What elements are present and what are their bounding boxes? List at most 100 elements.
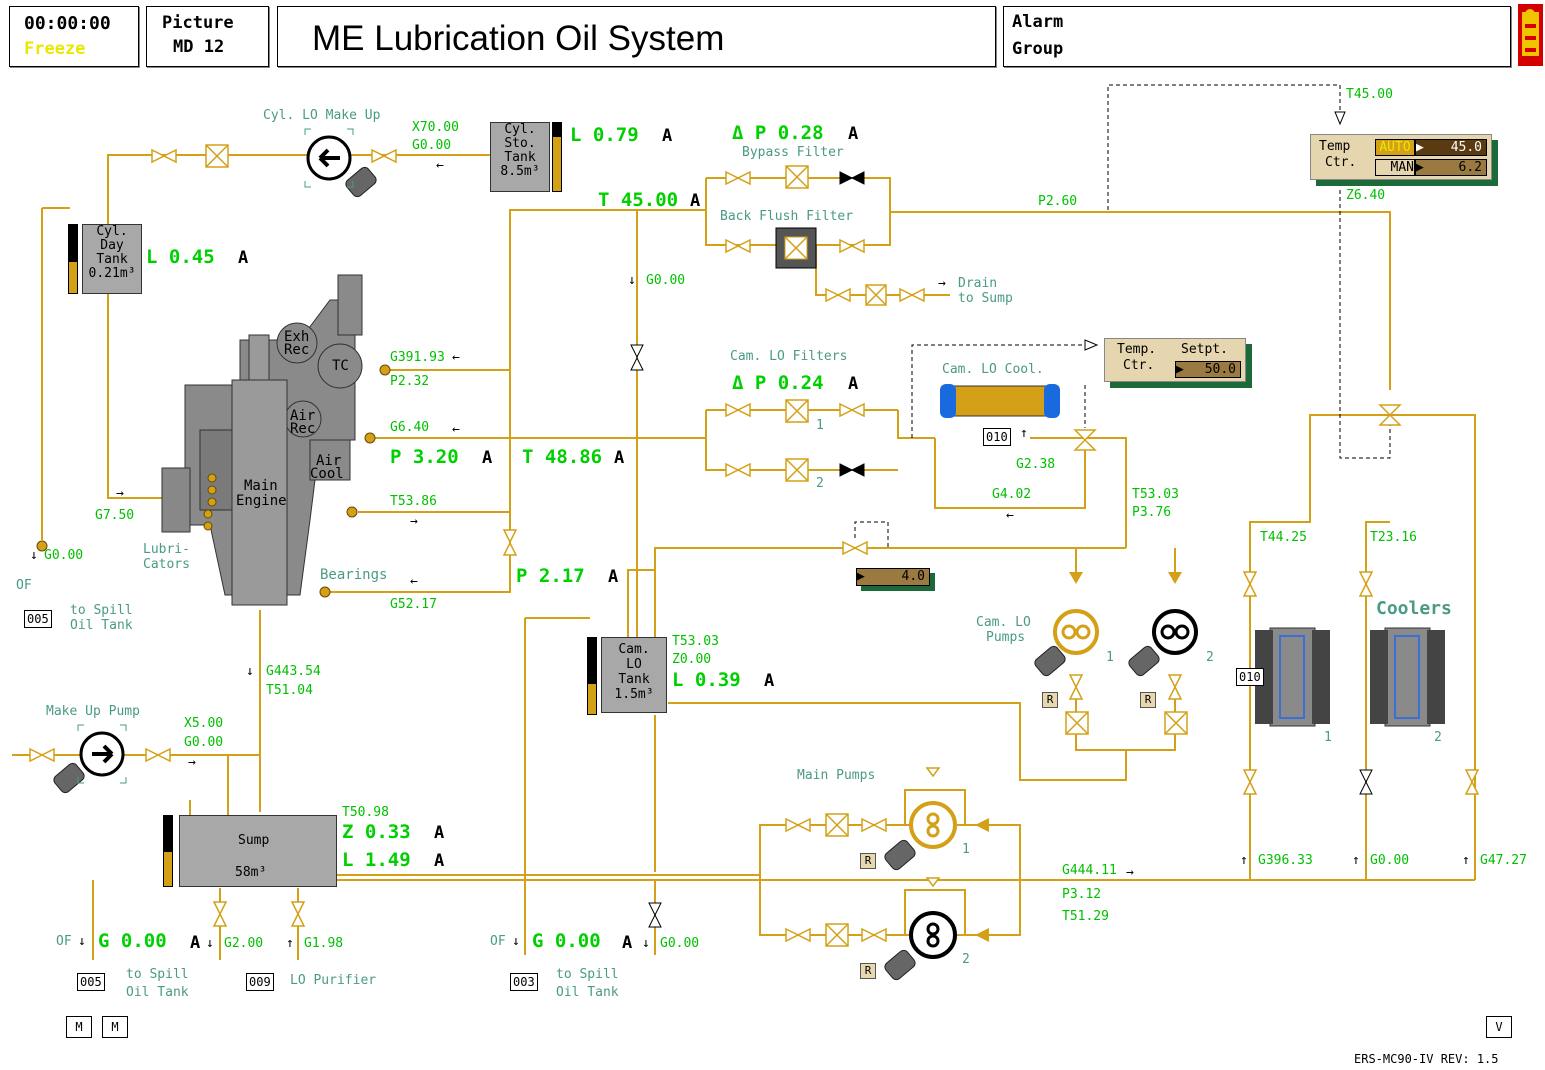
air-rec-label2: Rec	[290, 421, 316, 437]
cam-valve-value-text: 4.0	[901, 569, 925, 584]
version-label: ERS-MC90-IV REV: 1.5	[1354, 1052, 1499, 1066]
air-rec-label1: Air	[290, 408, 316, 424]
spill-005-bottom-id[interactable]: 005	[77, 973, 105, 991]
cam-pumps-label1: Cam. LO	[976, 615, 1031, 630]
drain-label2: to Sump	[958, 291, 1013, 306]
lubricators-label2: Cators	[143, 557, 190, 572]
sump-g: G443.54	[266, 664, 321, 679]
makeup-pump-x: X5.00	[184, 716, 224, 731]
cam-filters-dp: Δ P 0.24	[732, 372, 824, 394]
tc-auto-button[interactable]: AUTO	[1375, 139, 1415, 156]
filter-t-in-flag: A	[690, 191, 701, 211]
cooler-2-label: 2	[1434, 730, 1442, 745]
cam-temp-controller[interactable]: Temp. Ctr. Setpt. ▶ 50.0	[1104, 338, 1246, 382]
filter-t-in: T 45.00	[598, 189, 679, 211]
bearings-g: G52.17	[390, 597, 437, 612]
m-button-2[interactable]: M	[102, 1016, 128, 1038]
cam-drain-arrow: ↓	[512, 934, 520, 949]
sump-z: Z 0.33	[342, 821, 411, 843]
purifier-id[interactable]: 009	[246, 973, 274, 991]
inlet-g: G6.40	[390, 420, 430, 435]
cam-pump1-r-button[interactable]: R	[1042, 692, 1058, 708]
coolers-g2: G0.00	[1370, 853, 1410, 868]
cam-filter-2: 2	[816, 476, 824, 491]
makeup-pump-g: G0.00	[184, 735, 224, 750]
cam-lo-tank[interactable]: Cam. LO Tank 1.5m³	[601, 637, 667, 713]
sump-label: Sump	[238, 833, 270, 848]
cam-spill-label1: to Spill	[556, 967, 619, 982]
cam-drain-g: G 0.00	[532, 930, 601, 952]
bearings-arrow: ←	[410, 574, 418, 589]
purifier-label: LO Purifier	[290, 973, 377, 988]
temp-controller-main[interactable]: Temp Ctr. AUTO ▶ 45.0 MAN ▶ 6.2	[1310, 134, 1492, 180]
cyl-sto-tank[interactable]: Cyl. Sto. Tank 8.5m³	[490, 122, 550, 192]
cyl-day-flag: A	[238, 248, 249, 268]
tc-g-arrow: ←	[452, 350, 460, 365]
inlet-g-arrow: ←	[452, 422, 460, 437]
sump-volume: 58m³	[235, 865, 267, 880]
title-box: ME Lubrication Oil System	[277, 6, 996, 67]
cam-pump-1: 1	[1106, 650, 1114, 665]
cam-tank-l4: 1.5m³	[614, 687, 654, 702]
sump-t: T50.98	[342, 805, 389, 820]
sump-tank[interactable]: Sump 58m³	[179, 815, 337, 887]
cam-valve-value[interactable]: ▶ 4.0	[856, 568, 930, 586]
picture-box[interactable]: Picture MD 12	[146, 6, 269, 67]
cam-tank-l2: LO	[626, 657, 642, 672]
filter-p-out: P2.60	[1038, 194, 1078, 209]
spill-003-id[interactable]: 003	[510, 973, 538, 991]
cam-filter-1: 1	[816, 418, 824, 433]
spill-top-label2: Oil Tank	[70, 618, 133, 633]
back-flush-filter-label: Back Flush Filter	[720, 209, 854, 224]
tc-auto-value[interactable]: ▶ 45.0	[1415, 139, 1487, 156]
tc-man-button[interactable]: MAN	[1375, 159, 1415, 176]
cam-drain-g2: G0.00	[660, 936, 700, 951]
cyl-day-tank-l2: Day	[100, 238, 124, 253]
tc-man-value[interactable]: ▶ 6.2	[1415, 159, 1487, 176]
spill-005-top-id[interactable]: 005	[24, 610, 52, 628]
cam-spill-label2: Oil Tank	[556, 985, 619, 1000]
cyl-sto-level-fill	[553, 137, 561, 191]
m-button-1[interactable]: M	[66, 1016, 92, 1038]
purifier-in-arrow: ↑	[286, 936, 294, 951]
sump-of: OF	[56, 934, 72, 949]
lubricators-g: G7.50	[95, 508, 135, 523]
bearings-p: P 2.17	[516, 565, 585, 587]
main-pump-1: 1	[962, 842, 970, 857]
main-pump2-r-button[interactable]: R	[860, 963, 876, 979]
cam-tank-l1: Cam.	[618, 642, 650, 657]
bearings-label: Bearings	[320, 567, 388, 583]
sump-drain-arrow: ↓	[78, 934, 86, 949]
alarm-group-box[interactable]: Alarm Group	[1003, 6, 1511, 67]
cam-setpt-value[interactable]: ▶ 50.0	[1175, 361, 1241, 378]
lubricators-label1: Lubri-	[143, 542, 190, 557]
tc-label: TC	[332, 358, 349, 374]
sump-spill-label2: Oil Tank	[126, 985, 189, 1000]
purifier-out-g: G2.00	[224, 936, 264, 951]
cam-tank-level: L 0.39	[672, 669, 741, 691]
main-engine-label2: Engine	[236, 493, 287, 509]
bearings-p-flag: A	[608, 567, 619, 587]
tc-main-label1: Temp	[1319, 139, 1351, 154]
cam-cooler-id[interactable]: 010	[983, 428, 1011, 446]
coolers-g1: G396.33	[1258, 853, 1313, 868]
picture-id: MD 12	[173, 37, 225, 57]
sump-level-gauge	[163, 815, 173, 887]
coolers-t-right: T23.16	[1370, 530, 1417, 545]
inlet-p: P 3.20	[390, 446, 459, 468]
main-pumps-t: T51.29	[1062, 909, 1109, 924]
coolers-t-left: T44.25	[1260, 530, 1307, 545]
cam-tank-level-fill	[588, 684, 596, 714]
main-pumps-arrow: →	[1126, 865, 1134, 880]
cam-pump2-r-button[interactable]: R	[1140, 692, 1156, 708]
v-button[interactable]: V	[1486, 1016, 1512, 1038]
filter-dp-flag: A	[848, 124, 859, 144]
cyl-sto-level-gauge	[552, 122, 562, 192]
cyl-day-tank[interactable]: Cyl. Day Tank 0.21m³	[82, 224, 142, 294]
main-pump-2: 2	[962, 952, 970, 967]
clock-box[interactable]: 00:00:00 Freeze	[9, 6, 139, 67]
coolers-id[interactable]: 010	[1236, 668, 1264, 686]
sump-level-fill	[164, 851, 172, 886]
cam-filters-label: Cam. LO Filters	[730, 349, 848, 364]
main-pump1-r-button[interactable]: R	[860, 853, 876, 869]
